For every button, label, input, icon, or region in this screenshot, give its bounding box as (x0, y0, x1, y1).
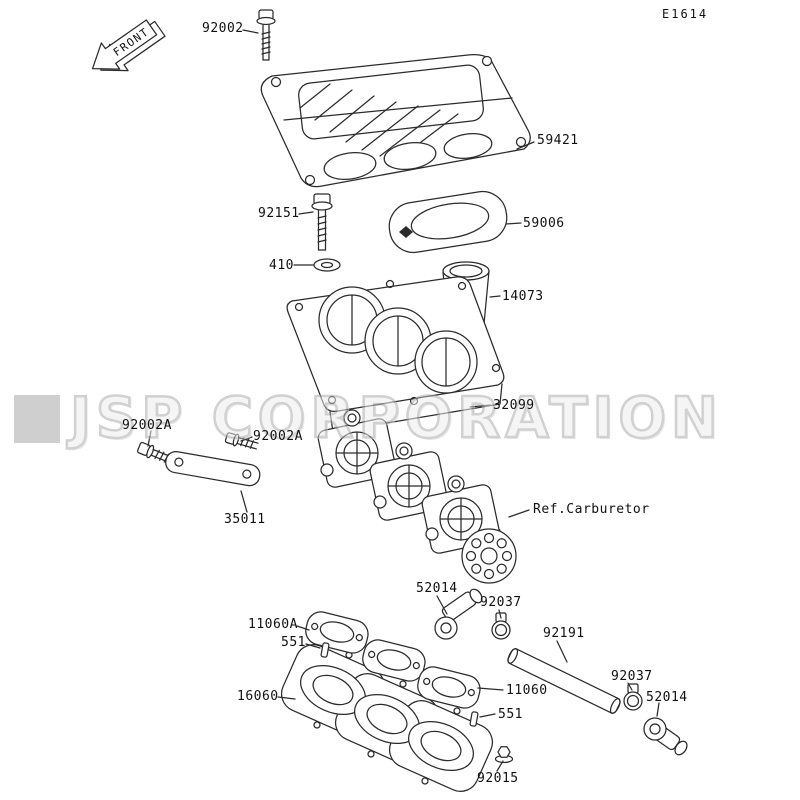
plate-59006-shape (388, 190, 508, 254)
part-label-92151: 92151 (258, 206, 300, 221)
part-label-59006: 59006 (523, 216, 565, 231)
part-label-92037-1: 92037 (480, 595, 522, 610)
part-label-52014-2: 52014 (646, 690, 688, 705)
fitting-52014-lower-shape (643, 717, 688, 756)
case-32099-shape (286, 276, 505, 433)
part-label-551-1: 551 (281, 635, 306, 650)
leader-lines (147, 29, 660, 772)
part-label-11060: 11060 (506, 683, 548, 698)
bolt-92002a-right-shape (224, 432, 259, 450)
carburetor-assembly-shape (317, 409, 517, 584)
pin-551-lower-shape (469, 711, 479, 727)
part-label-59421: 59421 (537, 133, 579, 148)
part-label-16060: 16060 (237, 689, 279, 704)
fitting-52014-upper-shape (434, 588, 483, 640)
part-label-92002a-2: 92002A (253, 429, 303, 444)
part-label-32099: 32099 (493, 398, 535, 413)
clamp-92037-lower-shape (623, 683, 643, 711)
part-label-11060a: 11060A (248, 617, 298, 632)
bolt-92002-shape (256, 9, 276, 61)
part-label-92002a-1: 92002A (122, 418, 172, 433)
bracket-35011-shape (165, 450, 261, 487)
gasket-middle-shape (362, 639, 426, 682)
part-label-551-2: 551 (498, 707, 523, 722)
part-label-92191: 92191 (543, 626, 585, 641)
part-label-35011: 35011 (224, 512, 266, 527)
part-label-92015: 92015 (477, 771, 519, 786)
bolt-92151-shape (311, 193, 333, 251)
diagram-code: E1614 (662, 7, 709, 21)
front-arrow: FRONT (91, 19, 166, 72)
tube-92191-shape (507, 648, 621, 714)
gasket-11060a-shape (305, 611, 369, 654)
part-label-ref-carburetor: Ref.Carburetor (533, 502, 650, 517)
part-label-14073: 14073 (502, 289, 544, 304)
part-label-92002: 92002 (202, 21, 244, 36)
part-label-410: 410 (269, 258, 294, 273)
washer-410-shape (313, 258, 341, 272)
part-label-52014-1: 52014 (416, 581, 458, 596)
gasket-11060-shape (417, 666, 481, 709)
part-label-92037-2: 92037 (611, 669, 653, 684)
intake-cover-shape (260, 54, 531, 188)
pin-551-upper-shape (320, 642, 330, 658)
manifold-16060-shape (280, 644, 494, 792)
nut-92015-shape (494, 746, 514, 764)
